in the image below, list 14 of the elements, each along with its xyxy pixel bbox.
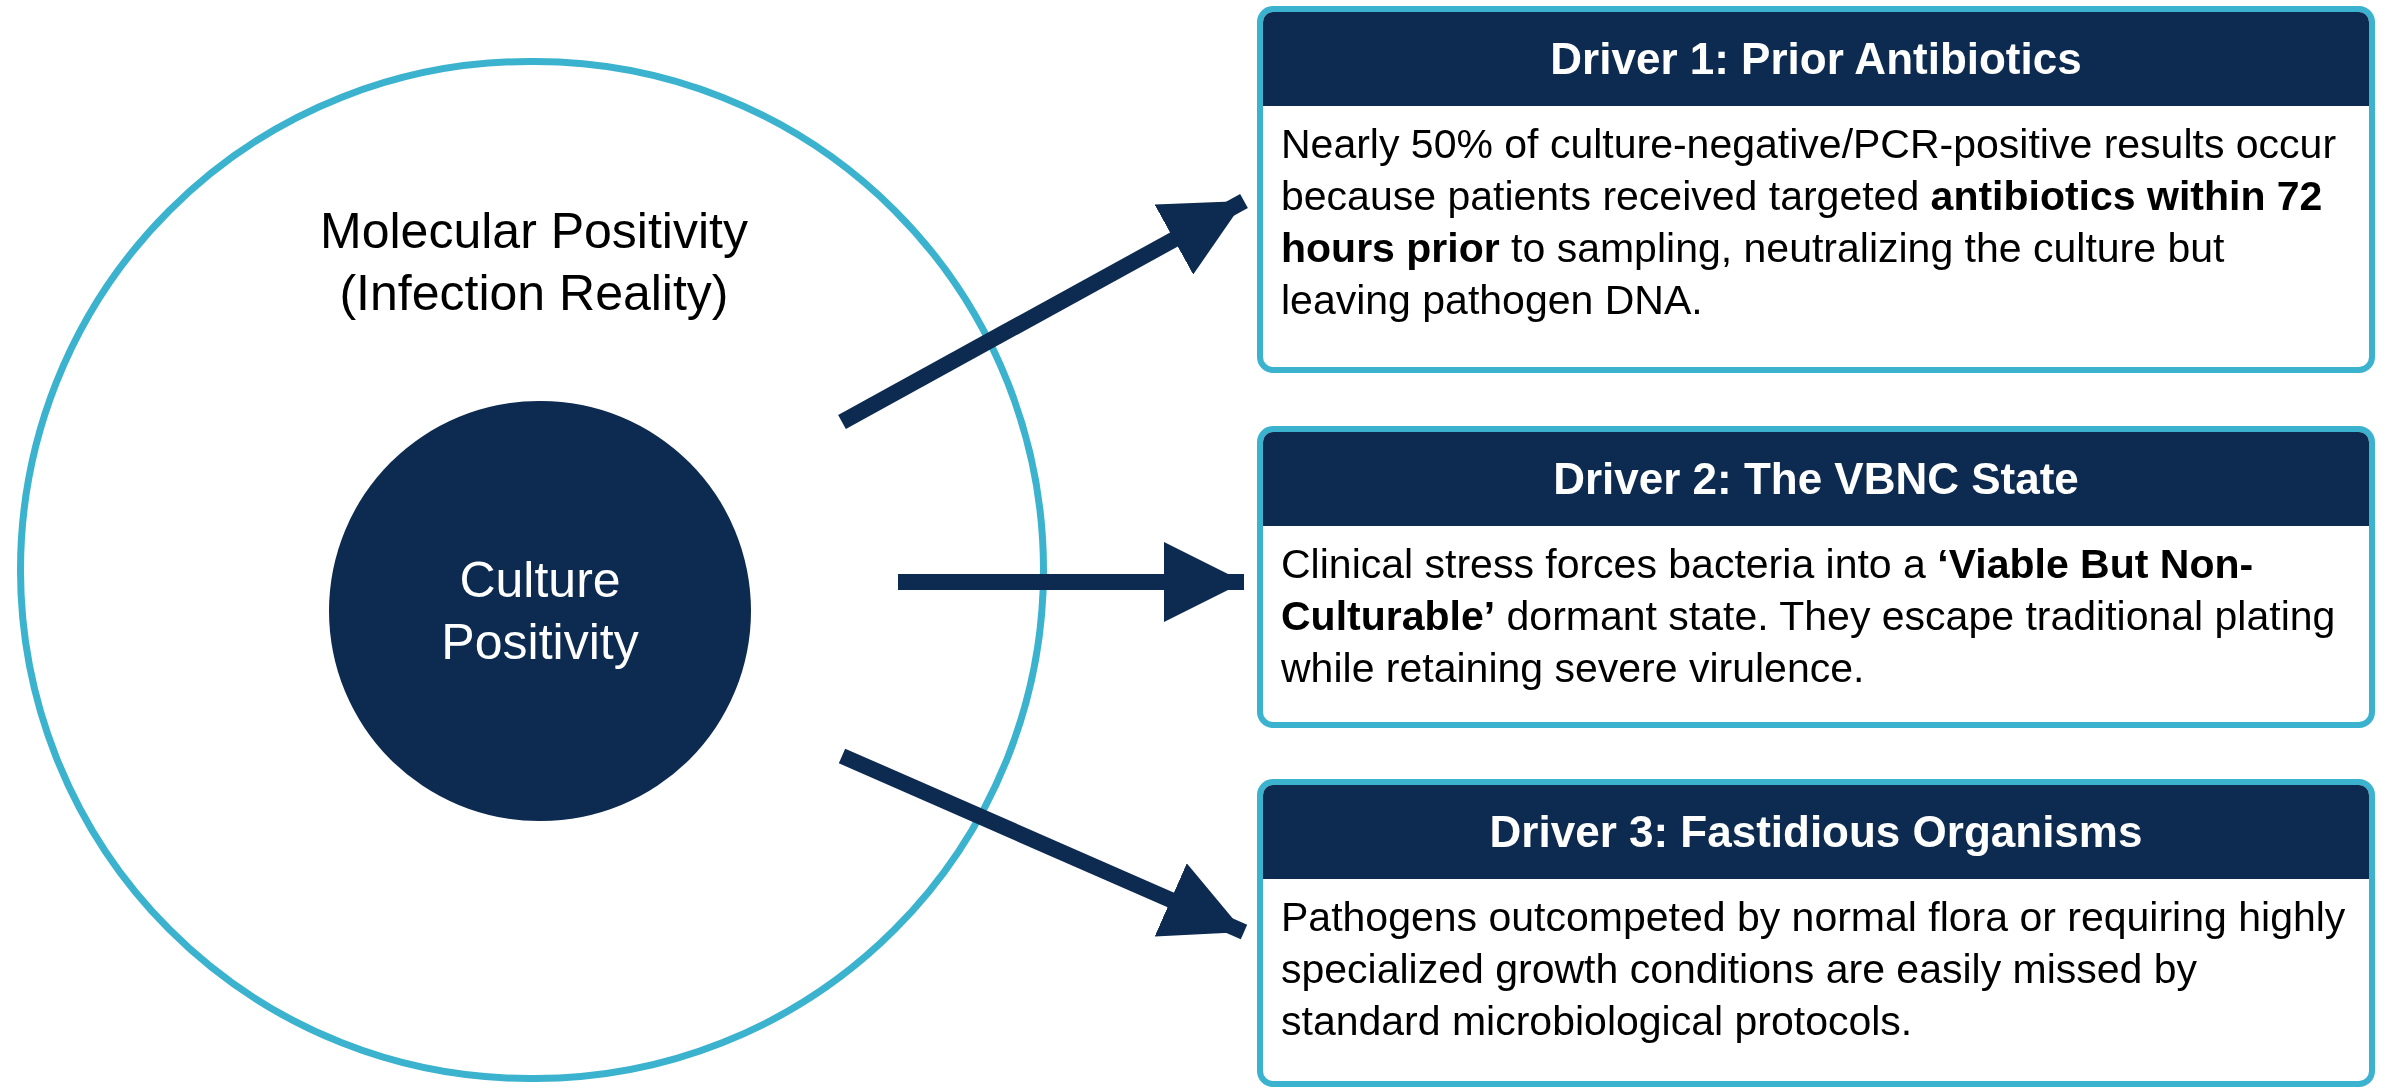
arrow <box>898 542 1244 622</box>
driver-card <box>1257 6 2375 373</box>
card-header: Driver 3: Fastidious Organisms <box>1263 785 2369 879</box>
circle-label: Culture Positivity <box>440 551 640 672</box>
arrow <box>838 194 1248 429</box>
arrow <box>838 748 1248 940</box>
driver-card <box>1257 779 2375 1087</box>
driver-card <box>1257 426 2375 728</box>
card-description: Clinical stress forces bacteria into a ‘Viable But Non-Culturable’ dormant state. They escape traditional plating while retaining severe virulence. <box>1280 540 2337 693</box>
circle-label: Molecular Positivity (Infection Reality) <box>319 202 749 323</box>
card-description: Nearly 50% of culture-negative/PCR-positive results occur because patients received targeted antibiotics within 72 hours prior to sampling, neutralizing the culture but leaving pathogen DNA. <box>1280 120 2338 325</box>
card-header: Driver 2: The VBNC State <box>1263 432 2369 526</box>
card-header: Driver 1: Prior Antibiotics <box>1263 12 2369 106</box>
card-description: Pathogens outcompeted by normal flora or requiring highly specialized growth conditions are easily missed by standard microbiological protocols. <box>1280 893 2347 1046</box>
